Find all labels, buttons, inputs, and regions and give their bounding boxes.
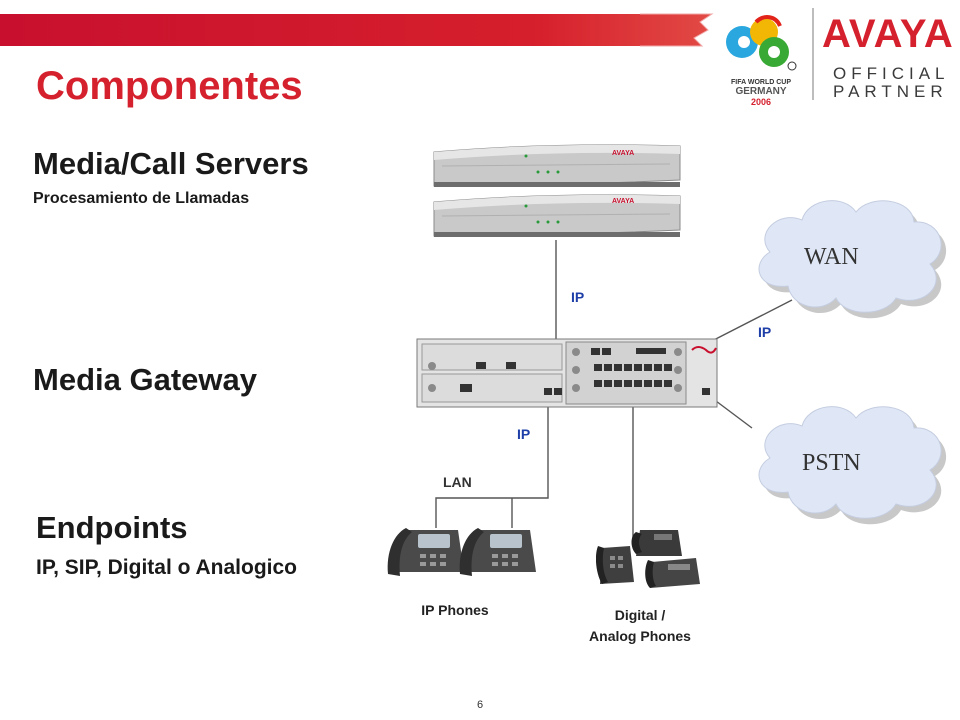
worldcup-line3: 2006: [750, 97, 772, 107]
media-server-bottom: [433, 194, 681, 237]
gateway-wan-link: [705, 299, 793, 345]
pstn-cloud-icon: [758, 406, 947, 525]
servers-subheading: Procesamiento de Llamadas: [33, 190, 250, 207]
lan-label: LAN: [443, 474, 472, 490]
ip-phones-caption: IP Phones: [421, 602, 489, 618]
slide-title: Componentes: [36, 64, 303, 108]
analog-phones-caption-line2: Analog Phones: [589, 628, 691, 644]
lan-link: [435, 398, 549, 528]
worldcup-line2: GERMANY: [735, 86, 787, 97]
gateway-wan-ip-label: IP: [758, 324, 772, 340]
worldcup-logo: FIFA WORLD CUP GERMANY 2006: [720, 10, 802, 107]
server-top-brand: AVAYA: [612, 150, 635, 157]
avaya-logo: AVAYA: [822, 12, 954, 56]
gateway-heading: Media Gateway: [33, 362, 257, 397]
digital-analog-phones-icon: [596, 530, 700, 588]
official-text: OFFICIAL: [833, 64, 950, 83]
worldcup-emblem-icon: [726, 15, 797, 71]
media-gateway: [416, 338, 718, 408]
wan-cloud-icon: [758, 200, 947, 319]
page-number: 6: [476, 699, 484, 711]
servers-heading: Media/Call Servers: [33, 146, 309, 181]
worldcup-line1: FIFA WORLD CUP: [730, 79, 791, 86]
server-bottom-brand: AVAYA: [612, 198, 635, 205]
ip-phone-1-icon: [387, 528, 464, 576]
pstn-label: PSTN: [802, 450, 861, 476]
media-server-top: [433, 144, 681, 187]
header-banner: [0, 13, 714, 47]
analog-phones-caption-line1: Digital /: [614, 607, 666, 623]
endpoints-heading: Endpoints: [36, 510, 188, 545]
wan-label: WAN: [804, 244, 859, 270]
gateway-pstn-link: [711, 397, 753, 429]
ip-phone-2-icon: [459, 528, 536, 576]
server-gateway-ip-label: IP: [571, 289, 585, 305]
logo-divider: [812, 8, 814, 100]
endpoints-subheading: IP, SIP, Digital o Analogico: [36, 556, 298, 579]
gateway-lan-ip-label: IP: [517, 426, 531, 442]
partner-text: PARTNER: [833, 82, 948, 101]
